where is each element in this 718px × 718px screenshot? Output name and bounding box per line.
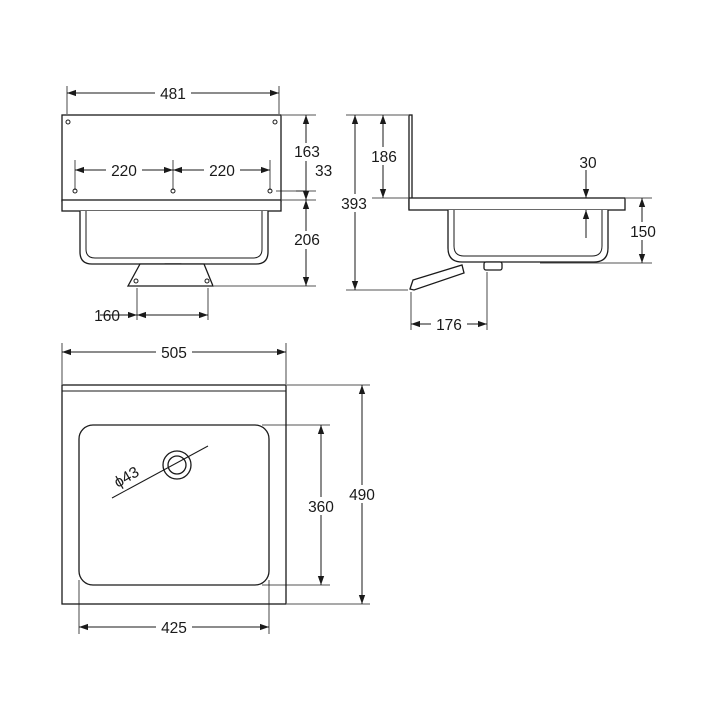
dim-overall-height: 393 <box>341 196 367 213</box>
label-mask <box>344 485 380 503</box>
label-mask <box>624 222 660 240</box>
label-mask <box>156 343 192 361</box>
dim-top-bowl-depth: 360 <box>308 499 334 516</box>
top-view: ϕ43 505 360 490 425 <box>61 343 380 637</box>
dim-hole-spacing-left: 220 <box>111 163 137 180</box>
dim-side-backplate-height: 186 <box>371 149 397 166</box>
dim-rim-thickness: 30 <box>579 155 597 172</box>
dim-backplate-height: 163 <box>294 144 320 161</box>
dim-hole-spacing-right: 220 <box>209 163 235 180</box>
dim-front-width: 481 <box>160 86 186 103</box>
front-bracket <box>126 263 214 287</box>
label-mask <box>303 497 339 515</box>
side-bowl-inner <box>453 210 603 257</box>
front-bowl-inner <box>85 211 263 259</box>
screw-icon <box>65 119 71 125</box>
side-drain <box>483 261 503 271</box>
label-mask <box>289 143 325 161</box>
top-bowl <box>78 424 270 586</box>
dim-drain-offset: 176 <box>436 317 462 334</box>
dim-side-bowl-depth: 150 <box>630 224 656 241</box>
side-bowl <box>447 210 609 263</box>
dim-bracket-width: 160 <box>94 308 120 325</box>
label-mask <box>106 161 142 179</box>
screw-icon <box>133 278 139 284</box>
label-mask <box>156 618 192 636</box>
screw-icon <box>204 278 210 284</box>
screw-icon <box>272 119 278 125</box>
dim-bowl-depth: 206 <box>294 232 320 249</box>
label-mask <box>366 147 402 165</box>
dim-top-bowl-width: 425 <box>161 620 187 637</box>
dim-top-width: 505 <box>161 345 187 362</box>
side-view: 186 393 30 150 176 <box>336 114 660 334</box>
dim-top-depth: 490 <box>349 487 375 504</box>
dim-line <box>111 445 209 499</box>
dim-hole-offset: 33 <box>315 163 332 180</box>
front-view: 481 220 220 163 33 206 160 <box>61 84 332 325</box>
side-rim <box>408 197 626 211</box>
label-mask <box>431 315 467 333</box>
side-bracket <box>409 264 465 291</box>
label-mask <box>336 194 372 212</box>
top-drain-inner <box>167 455 187 475</box>
side-backplate <box>408 114 413 210</box>
label-mask <box>289 231 325 249</box>
label-mask <box>155 84 191 102</box>
front-rim <box>61 199 282 212</box>
front-backplate <box>61 114 282 202</box>
front-bowl <box>79 211 269 265</box>
label-mask <box>204 161 240 179</box>
